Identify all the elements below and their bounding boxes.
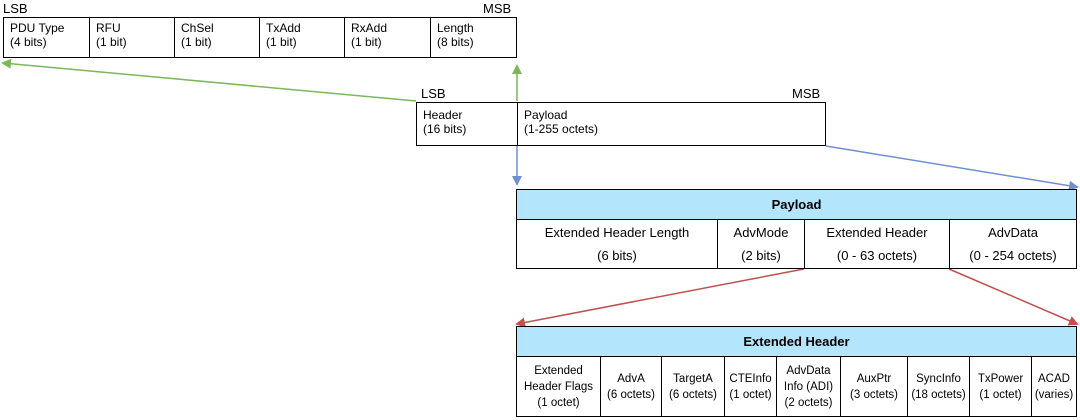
pdu-lsb-label: LSB [421, 86, 446, 101]
header-lsb-label: LSB [3, 1, 28, 16]
ext-field-header-flags: Extended Header Flags (1 octet) [516, 356, 601, 417]
pdu-field-payload: Payload (1-255 octets) [517, 102, 826, 146]
ext-field-auxptr: AuxPtr (3 octets) [840, 356, 908, 417]
arrow-exthdr-right [948, 268, 1079, 326]
header-field-chsel: ChSel (1 bit) [174, 17, 260, 58]
header-field-txadd: TxAdd (1 bit) [259, 17, 345, 58]
payload-field-advdata: AdvData (0 - 254 octets) [949, 219, 1077, 269]
ext-field-acad: ACAD (varies) [1031, 356, 1077, 417]
arrow-payload-right [825, 145, 1079, 191]
extended-header-title: Extended Header [516, 326, 1077, 357]
payload-field-ext-header-length: Extended Header Length (6 bits) [516, 219, 718, 269]
header-field-rxadd: RxAdd (1 bit) [344, 17, 431, 58]
arrow-exthdr-left [515, 268, 805, 328]
ext-field-adi: AdvData Info (ADI) (2 octets) [776, 356, 841, 417]
arrow-header-left [1, 58, 417, 102]
header-field-rfu: RFU (1 bit) [89, 17, 175, 58]
payload-title: Payload [516, 189, 1077, 220]
header-field-length: Length (8 bits) [430, 17, 517, 58]
payload-field-extended-header: Extended Header (0 - 63 octets) [804, 219, 950, 269]
ext-field-txpower: TxPower (1 octet) [969, 356, 1032, 417]
header-field-pdu-type: PDU Type (4 bits) [3, 17, 90, 58]
pdu-field-header: Header (16 bits) [416, 102, 518, 146]
ext-field-adva: AdvA (6 octets) [600, 356, 662, 417]
payload-field-advmode: AdvMode (2 bits) [717, 219, 805, 269]
ext-field-cteinfo: CTEInfo (1 octet) [724, 356, 777, 417]
header-msb-label: MSB [483, 1, 512, 16]
ext-field-targeta: TargetA (6 octets) [661, 356, 725, 417]
ext-field-syncinfo: SyncInfo (18 octets) [907, 356, 970, 417]
pdu-msb-label: MSB [792, 86, 821, 101]
